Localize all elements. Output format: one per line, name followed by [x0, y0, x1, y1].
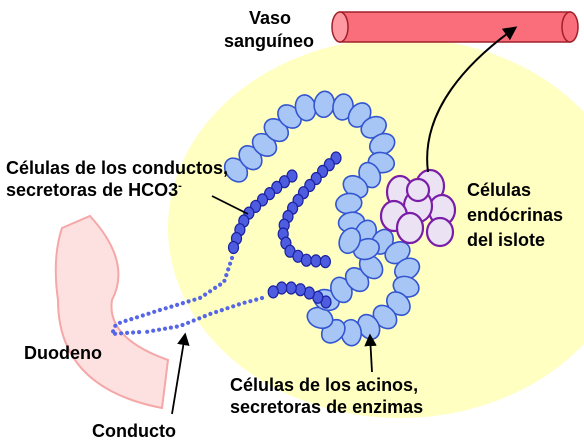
duct-dot [157, 307, 162, 313]
duct-dot [163, 306, 168, 311]
duct-dot [218, 282, 223, 287]
endocrine-label-line1: Células [467, 180, 532, 200]
islet-cell [405, 177, 431, 203]
duct-dot [137, 330, 142, 335]
islet-cell [425, 216, 455, 248]
blood-vessel [331, 11, 579, 43]
duct-dot [213, 285, 218, 290]
duct-cells [227, 151, 342, 309]
duct-dot [113, 323, 118, 328]
duct-dot [180, 322, 185, 328]
duct-cells-label-line2-text: secretoras de HCO3 [6, 180, 179, 200]
duct-dot [162, 326, 168, 331]
duct-cells-label-line1: Células de los conductos, [6, 158, 229, 178]
acinar-cell [338, 227, 362, 255]
duct-dot [224, 273, 229, 278]
duct-dot [123, 318, 128, 323]
vessel-body [339, 11, 571, 43]
duct-dot [208, 311, 213, 316]
duct-dot [180, 301, 185, 306]
endocrine-label-line2: endócrinas [467, 205, 564, 225]
vaso-label: Vaso [249, 7, 291, 29]
conducto-label: Conducto [92, 420, 176, 442]
duct-dot [242, 300, 247, 305]
duct-dot [151, 328, 156, 333]
vaso-label-line2: sanguíneo [224, 31, 315, 51]
duct-dot [140, 313, 145, 318]
duct-dot [191, 318, 196, 323]
duct-dot [186, 320, 191, 325]
duct-dot [222, 278, 227, 283]
duct-dot [145, 329, 150, 334]
duct-cell [319, 255, 331, 269]
duct-dot [229, 255, 235, 261]
acinar-cells [223, 90, 421, 347]
duct-dot [174, 324, 179, 329]
acinar-label-line1: Células de los acinos, [230, 375, 419, 395]
duct-dot [157, 327, 162, 332]
islet-cell [395, 211, 425, 245]
duct-cell [267, 285, 279, 299]
duct-dot [119, 331, 124, 336]
duct-dot [219, 308, 224, 313]
duct-dot [225, 306, 230, 311]
duct-dot [134, 315, 140, 320]
duodenum-shape [54, 214, 170, 410]
duct-dot [259, 295, 265, 301]
duct-dot [186, 299, 191, 304]
duct-cells-pointer-line [211, 195, 249, 215]
duct-dot [254, 297, 259, 302]
duct-dotted-path [111, 255, 265, 336]
acinar-cells-label: Células de los acinos, secretoras de enz… [230, 374, 423, 418]
duct-dot [202, 314, 207, 319]
conducto-pointer-arrow [171, 332, 190, 415]
duct-dot [231, 304, 236, 309]
duct-cell [300, 253, 312, 267]
endocrine-label-line3: del islote [467, 230, 546, 250]
duct-dot [117, 320, 122, 325]
duct-dot [197, 316, 202, 321]
duct-dot [228, 261, 233, 266]
duct-dot [198, 295, 203, 300]
duct-dot [203, 292, 208, 297]
endocrine-cells-label: Células endócrinas del islote [467, 178, 563, 253]
acinar-label-line2: secretoras de enzimas [230, 397, 424, 417]
duct-dot [175, 302, 180, 307]
duct-cells-label: Células de los conductos, secretoras de … [6, 157, 228, 201]
duct-dot [125, 330, 130, 335]
duct-cell [227, 240, 240, 255]
duct-dot [208, 289, 213, 294]
vessel-far-end [561, 11, 579, 43]
secretion-arrow [426, 26, 518, 173]
duct-cell [294, 283, 306, 297]
duct-dot [152, 309, 157, 314]
vaso-label-line1: Vaso [249, 8, 292, 28]
vessel-end-cap [331, 11, 349, 43]
duodeno-label: Duodeno [24, 342, 102, 364]
duct-dot [146, 311, 151, 316]
conducto-label-text: Conducto [92, 421, 176, 441]
duct-dot [113, 331, 118, 336]
duct-dot [169, 304, 174, 309]
duct-dot [214, 309, 219, 315]
islet-cells [379, 168, 457, 248]
duct-dot [192, 297, 197, 302]
duct-dot [129, 317, 134, 322]
duct-cells-label-line2: secretoras de HCO3- [6, 179, 228, 201]
duodeno-label-text: Duodeno [24, 343, 102, 363]
acinar-pointer-arrow [364, 333, 377, 373]
duct-dot [168, 325, 173, 330]
duct-cells-label-superscript: - [178, 180, 182, 192]
sanguineo-label: sanguíneo [224, 30, 314, 52]
duct-dot [236, 302, 241, 307]
duct-dot [131, 330, 136, 335]
duct-dot [248, 299, 253, 304]
duct-dot [226, 267, 231, 272]
duct-cell [285, 281, 297, 295]
duct-cell [310, 254, 322, 268]
